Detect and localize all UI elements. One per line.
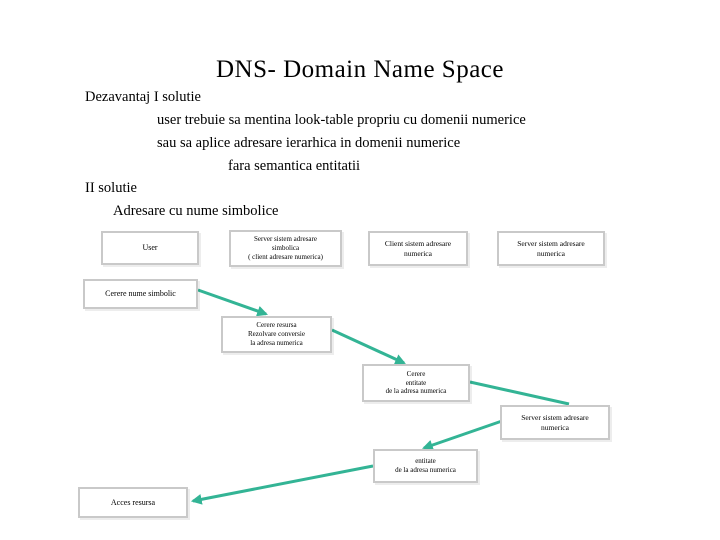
box-label-line: entitate <box>415 457 436 466</box>
user-box-label: User <box>142 243 158 252</box>
server-adresare-numerica-top-box: Server sistem adresare numerica <box>497 231 605 266</box>
box-label-line: de la adresa numerica <box>385 387 447 396</box>
cerere-resursa-box: Cerere resursa Rezolvare conversie la ad… <box>221 316 332 353</box>
text-line-fara-semantica: fara semantica entitatii <box>228 158 361 174</box>
arrow-entitate-to-acces-resursa <box>190 464 374 505</box>
arrow-server-numerica-to-entitate <box>422 419 503 451</box>
arrow-cerere-nume-to-cerere-resursa <box>197 288 268 317</box>
text-line-sau-sa-aplice: sau sa aplice adresare ierarhica in dome… <box>157 135 461 151</box>
box-label-line: la adresa numerica <box>250 338 303 347</box>
box-label-line: Server sistem adresare <box>521 413 589 423</box>
slide-title: DNS- Domain Name Space <box>215 56 504 83</box>
entitate-box: entitate de la adresa numerica <box>373 449 478 483</box>
cerere-entitate-box: Cerere entitate de la adresa numerica <box>362 364 470 402</box>
acces-resursa-box: Acces resursa <box>78 487 188 518</box>
arrow-cerere-entitate-to-server-numerica <box>469 380 570 406</box>
box-label-line: numerica <box>541 422 569 432</box>
arrow-cerere-resursa-to-cerere-entitate <box>331 328 406 365</box>
box-label-line: numerica <box>404 248 432 258</box>
box-label-line: Cerere <box>406 369 426 378</box>
client-adresare-numerica-box: Client sistem adresare numerica <box>368 231 468 266</box>
server-adresare-numerica-mid-box: Server sistem adresare numerica <box>500 405 610 440</box>
box-label-line: Cerere resursa <box>256 321 297 330</box>
box-label-line: numerica <box>537 248 565 258</box>
cerere-nume-simbolic-box: Cerere nume simbolic <box>83 279 198 309</box>
text-line-ii-solutie: II solutie <box>85 180 137 196</box>
text-line-adresare: Adresare cu nume simbolice <box>113 203 279 219</box>
box-label-line: simbolica <box>271 244 300 253</box>
box-label-line: ( client adresare numerica) <box>248 252 323 261</box>
server-adresare-simbolica-box: Server sistem adresare simbolica ( clien… <box>229 230 342 267</box>
box-label-line: Cerere nume simbolic <box>105 289 176 298</box>
box-label-line: Server sistem adresare <box>517 239 585 249</box>
box-label-line: Rezolvare conversie <box>248 330 305 339</box>
box-label-line: entitate <box>405 378 427 387</box>
box-label-line: Acces resursa <box>110 497 156 507</box>
box-label-line: de la adresa numerica <box>395 466 456 474</box>
text-line-user-trebuie: user trebuie sa mentina look-table propr… <box>157 112 526 128</box>
text-line-dezavantaj: Dezavantaj I solutie <box>85 89 201 105</box>
user-box: User <box>101 231 199 265</box>
box-label-line: Client sistem adresare <box>384 239 452 249</box>
box-label-line: Server sistem adresare <box>254 235 317 244</box>
